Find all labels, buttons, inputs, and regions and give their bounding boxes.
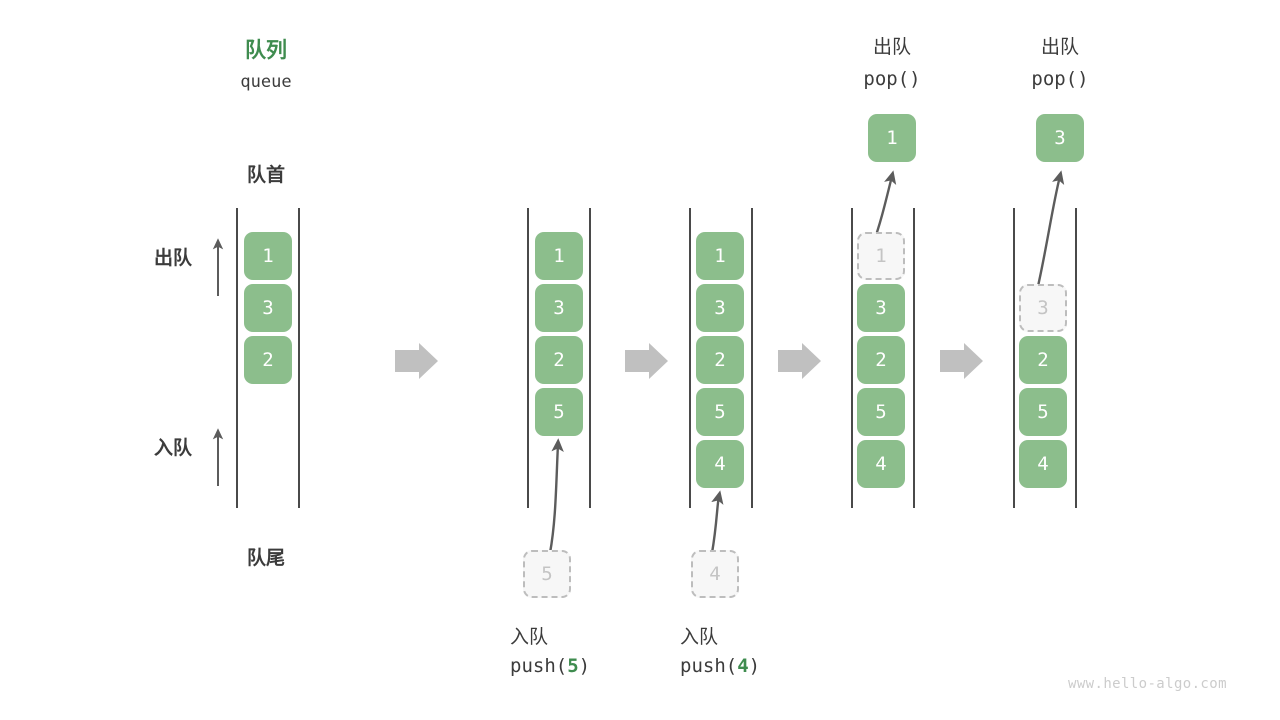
flow-arrow-4 [940, 343, 983, 379]
queue-rail-left [1013, 208, 1015, 508]
push-5-motion-arrow [548, 438, 564, 554]
pop-1-header-cn: 出队 [872, 36, 911, 58]
queue-cell-removed[interactable]: 3 [1019, 284, 1067, 332]
queue-cell[interactable]: 3 [535, 284, 583, 332]
push-5-fn-post: ) [578, 655, 591, 677]
incoming-ghost-cell[interactable]: 5 [523, 550, 571, 598]
queue-rail-right [298, 208, 300, 508]
push-4-caption-cn: 入队 [680, 626, 719, 648]
queue-cell[interactable]: 5 [857, 388, 905, 436]
queue-cell[interactable]: 2 [535, 336, 583, 384]
queue-stack-push-4: 1 3 2 5 4 [696, 232, 744, 488]
queue-cell-removed[interactable]: 1 [857, 232, 905, 280]
queue-rail-right [589, 208, 591, 508]
watermark: www.hello-algo.com [1068, 676, 1227, 692]
queue-cell[interactable]: 2 [696, 336, 744, 384]
page-subtitle: queue [240, 72, 292, 92]
queue-rail-left [851, 208, 853, 508]
queue-cell[interactable]: 4 [857, 440, 905, 488]
queue-cell[interactable]: 1 [696, 232, 744, 280]
popped-value-chip[interactable]: 3 [1036, 114, 1084, 162]
flow-arrow-1 [395, 343, 438, 379]
popped-value-chip[interactable]: 1 [868, 114, 916, 162]
pop-1-header-code: pop() [863, 68, 921, 90]
pop-3-motion-arrow [1034, 170, 1065, 296]
push-5-caption-cn: 入队 [510, 626, 549, 648]
queue-cell[interactable]: 1 [244, 232, 292, 280]
queue-cell[interactable]: 5 [1019, 388, 1067, 436]
queue-cell[interactable]: 5 [696, 388, 744, 436]
queue-rail-left [236, 208, 238, 508]
dequeue-label: 出队 [153, 247, 192, 269]
front-label: 队首 [246, 164, 285, 186]
page-title: 队列 [245, 38, 287, 62]
queue-cell[interactable]: 1 [535, 232, 583, 280]
push-5-fn-pre: push( [510, 655, 568, 677]
pop-3-header-code: pop() [1031, 68, 1089, 90]
queue-stack-pop-3: 3 2 5 4 [1019, 284, 1067, 488]
queue-rail-left [689, 208, 691, 508]
push-4-fn-pre: push( [680, 655, 738, 677]
queue-cell-new[interactable]: 4 [696, 440, 744, 488]
push-4-caption-code: push(4) [656, 655, 850, 677]
queue-stack-initial: 1 3 2 [244, 232, 292, 384]
push-5-fn-arg: 5 [567, 655, 579, 677]
push-4-fn-arg: 4 [737, 655, 749, 677]
queue-rail-left [527, 208, 529, 508]
incoming-ghost-cell[interactable]: 4 [691, 550, 739, 598]
flow-arrow-3 [778, 343, 821, 379]
push-4-motion-arrow [710, 490, 724, 554]
queue-stack-pop-1: 1 3 2 5 4 [857, 232, 905, 488]
pop-3-header-cn: 出队 [1040, 36, 1079, 58]
queue-cell[interactable]: 3 [696, 284, 744, 332]
queue-cell[interactable]: 2 [857, 336, 905, 384]
queue-cell[interactable]: 4 [1019, 440, 1067, 488]
push-4-fn-post: ) [748, 655, 761, 677]
queue-stack-push-5: 1 3 2 5 [535, 232, 583, 436]
queue-cell-new[interactable]: 5 [535, 388, 583, 436]
flow-arrow-2 [625, 343, 668, 379]
queue-cell[interactable]: 3 [244, 284, 292, 332]
queue-rail-right [913, 208, 915, 508]
enqueue-label: 入队 [153, 437, 192, 459]
push-5-caption-code: push(5) [486, 655, 680, 677]
queue-rail-right [751, 208, 753, 508]
queue-rail-right [1075, 208, 1077, 508]
queue-cell[interactable]: 3 [857, 284, 905, 332]
queue-cell[interactable]: 2 [244, 336, 292, 384]
back-label: 队尾 [246, 547, 285, 569]
queue-cell[interactable]: 2 [1019, 336, 1067, 384]
